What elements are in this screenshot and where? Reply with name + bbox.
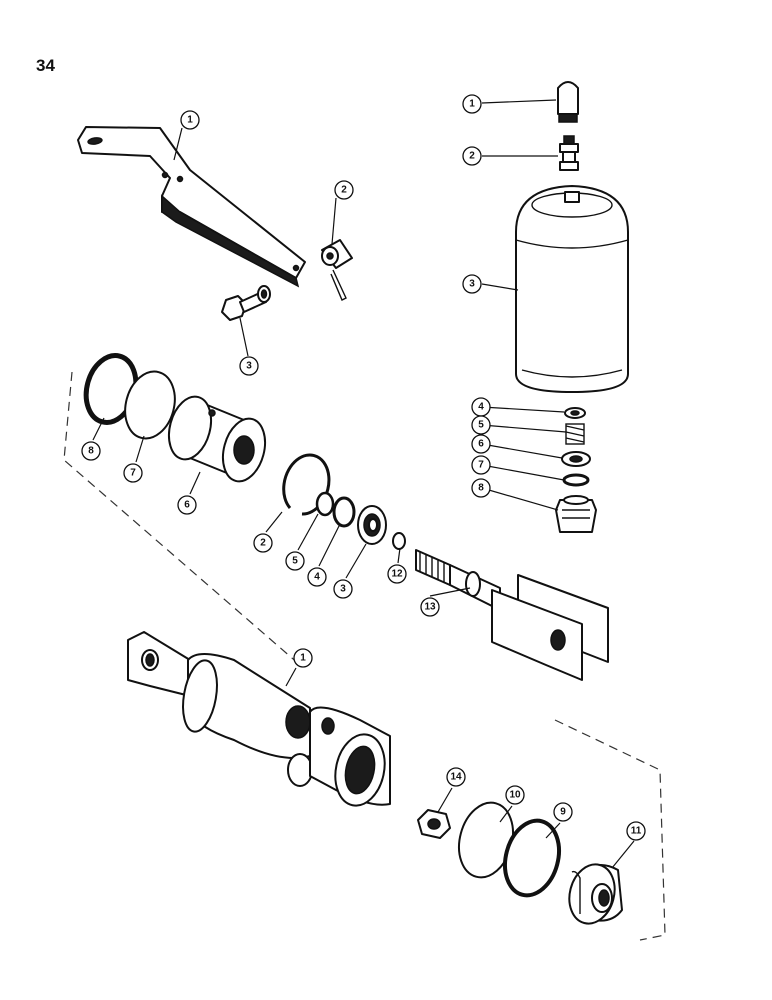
accumulator-cap	[557, 81, 579, 123]
callout-label: 4	[314, 572, 320, 583]
callout-cylinder-6: 6	[177, 495, 197, 515]
callout-label: 7	[478, 460, 484, 471]
o-ring-large	[124, 370, 176, 440]
callout-label: 1	[187, 115, 193, 126]
callout-label: 1	[469, 99, 475, 110]
callout-cylinder-1: 1	[293, 648, 313, 668]
callout-cylinder-3: 3	[333, 579, 353, 599]
callout-accumulator-3: 3	[462, 274, 482, 294]
callout-bracket-2: 2	[334, 180, 354, 200]
seal-washer	[332, 496, 356, 528]
callout-label: 3	[340, 584, 346, 595]
callout-accumulator-5: 5	[471, 415, 491, 435]
piston	[167, 395, 267, 483]
callout-cylinder-2: 2	[253, 533, 273, 553]
callout-cylinder-14: 14	[446, 767, 466, 787]
accumulator-poppet	[561, 451, 591, 467]
accumulator-washer	[564, 407, 586, 419]
mounting-bracket	[77, 126, 306, 288]
callout-label: 3	[246, 361, 252, 372]
callout-label: 4	[478, 402, 484, 413]
callout-label: 6	[478, 439, 484, 450]
back-up-washer	[315, 491, 335, 517]
callout-cylinder-10: 10	[505, 785, 525, 805]
callout-label: 6	[184, 500, 190, 511]
callout-accumulator-2: 2	[462, 146, 482, 166]
callout-label: 2	[341, 185, 347, 196]
callout-cylinder-9: 9	[553, 802, 573, 822]
accumulator-fitting	[555, 495, 597, 533]
callout-cylinder-7: 7	[123, 463, 143, 483]
gland	[568, 863, 623, 925]
callout-accumulator-7: 7	[471, 455, 491, 475]
callout-label: 10	[509, 790, 521, 801]
callout-label: 5	[478, 420, 484, 431]
callout-cylinder-11: 11	[626, 821, 646, 841]
callout-label: 11	[631, 826, 642, 837]
callout-label: 5	[292, 556, 298, 567]
piston-rod-clevis	[415, 549, 609, 681]
callout-cylinder-4: 4	[307, 567, 327, 587]
cylinder-barrel	[127, 631, 391, 807]
callout-accumulator-4: 4	[471, 397, 491, 417]
callout-label: 13	[424, 602, 436, 613]
assembly-boundary	[63, 371, 666, 941]
accumulator-body	[515, 185, 629, 393]
callout-label: 8	[88, 446, 94, 457]
callout-label: 1	[300, 653, 306, 664]
callout-label: 12	[391, 569, 403, 580]
callout-accumulator-6: 6	[471, 434, 491, 454]
callout-accumulator-1: 1	[462, 94, 482, 114]
page-number: 34	[36, 56, 55, 75]
bracket-spacer	[321, 239, 353, 301]
callout-accumulator-8: 8	[471, 478, 491, 498]
callout-bracket-1: 1	[180, 110, 200, 130]
callout-label: 7	[130, 468, 136, 479]
callout-cylinder-12: 12	[387, 564, 407, 584]
callout-cylinder-8: 8	[81, 441, 101, 461]
small-o-ring	[392, 532, 406, 550]
piston-ring	[503, 818, 561, 898]
cap-screw-and-washer	[221, 285, 271, 321]
callout-label: 8	[478, 483, 484, 494]
callout-label: 2	[469, 151, 475, 162]
callout-label: 9	[560, 807, 566, 818]
callout-bracket-3: 3	[239, 356, 259, 376]
rod-seal	[357, 505, 387, 545]
leader-lines	[92, 99, 635, 869]
accumulator-spring	[565, 423, 585, 445]
callout-label: 3	[469, 279, 475, 290]
jam-nut	[417, 809, 451, 839]
callout-label: 14	[450, 772, 462, 783]
accumulator-valve	[559, 135, 579, 171]
callout-cylinder-13: 13	[420, 597, 440, 617]
callout-label: 2	[260, 538, 266, 549]
accumulator-o-ring	[562, 473, 590, 487]
callout-cylinder-5: 5	[285, 551, 305, 571]
